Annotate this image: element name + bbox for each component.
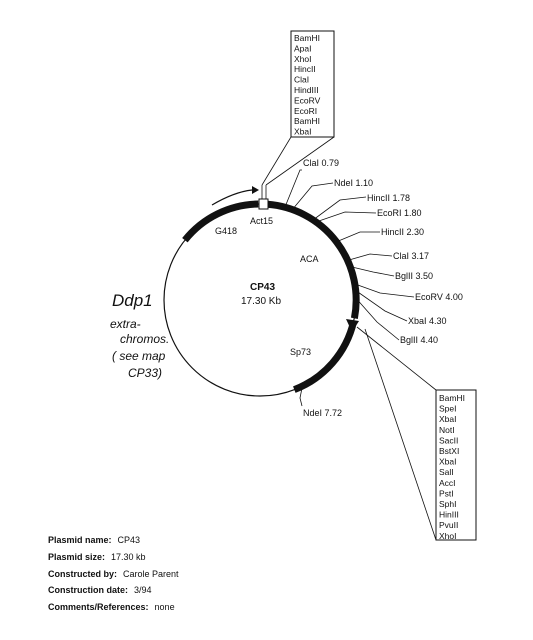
polylinker-box-top bbox=[290, 30, 335, 138]
handwritten-line-1: extra- bbox=[110, 317, 141, 331]
plasmid-name: CP43 bbox=[250, 282, 275, 293]
polylinker-marker bbox=[258, 198, 269, 210]
polylinker-bottom-site: SpeI bbox=[439, 404, 457, 414]
polylinker-top-site: EcoRI bbox=[294, 106, 317, 116]
polylinker-top-site: BamHI bbox=[294, 33, 320, 43]
handwritten-line-3: ( see map bbox=[112, 349, 166, 363]
handwritten-line-2: chromos. bbox=[120, 332, 169, 346]
promoter-arrow bbox=[211, 189, 253, 206]
polylinker-bottom-site: HinIII bbox=[439, 510, 459, 520]
site-label-8: EcoRV 4.00 bbox=[415, 292, 463, 302]
info-value: none bbox=[154, 602, 175, 613]
polylinker-bottom-site: XhoI bbox=[439, 531, 457, 541]
handwritten-title: Ddp1 bbox=[112, 291, 153, 310]
polylinker-top-site: ClaI bbox=[294, 75, 309, 85]
info-label: Plasmid name: bbox=[48, 535, 112, 545]
plasmid-info-block: Plasmid name:CP43 Plasmid size:17.30 kb … bbox=[48, 532, 179, 616]
feature-label-act15: Act15 bbox=[250, 216, 273, 226]
polylinker-list-bottom: BamHI SpeI XbaI NotI SacII BstXI XbaI Sa… bbox=[439, 393, 465, 541]
polylinker-box-bottom bbox=[435, 389, 477, 541]
site-label-4: EcoRI 1.80 bbox=[377, 208, 422, 218]
site-label-5: HincII 2.30 bbox=[381, 227, 424, 237]
polylinker-top-site: XbaI bbox=[294, 127, 312, 137]
polylinker-bottom-site: SalI bbox=[439, 467, 454, 477]
info-row-constructed-by: Constructed by: Carole Parent bbox=[48, 566, 179, 583]
site-label-1: ClaI 0.79 bbox=[303, 158, 339, 168]
polylinker-list-top: BamHI ApaI XhoI HincII ClaI HindIII EcoR… bbox=[294, 33, 321, 137]
feature-arc-sp73 bbox=[293, 320, 358, 393]
info-row-comments: Comments/References: none bbox=[48, 599, 179, 616]
info-label: Plasmid size: bbox=[48, 551, 106, 562]
site-label-3: HincII 1.78 bbox=[367, 193, 410, 203]
feature-label-g418: G418 bbox=[215, 226, 237, 236]
polylinker-bottom-site: SphI bbox=[439, 499, 457, 509]
info-value: 3/94 bbox=[134, 585, 152, 596]
polylinker-bottom-site: BamHI bbox=[439, 393, 465, 403]
info-row-name: Plasmid name: CP43 bbox=[48, 532, 179, 549]
site-label-7: BglII 3.50 bbox=[395, 271, 433, 281]
polylinker-bottom-site: XbaI bbox=[439, 457, 457, 467]
polylinker-bottom-site: AccI bbox=[439, 478, 456, 488]
site-leaders bbox=[284, 169, 415, 407]
site-label-6: ClaI 3.17 bbox=[393, 251, 429, 261]
polylinker-top-site: XhoI bbox=[294, 54, 312, 64]
polylinker-bottom-site: BstXI bbox=[439, 446, 459, 456]
info-row-date: Construction date: 3/94 bbox=[48, 582, 179, 599]
polylinker-bottom-site: PvuII bbox=[439, 520, 458, 530]
info-value: Carole Parent bbox=[123, 568, 179, 579]
site-label-9: XbaI 4.30 bbox=[408, 316, 447, 326]
info-value: CP43 bbox=[117, 535, 141, 545]
polylinker-top-site: ApaI bbox=[294, 43, 312, 53]
polylinker-bottom-site: SacII bbox=[439, 435, 458, 445]
handwritten-line-4: CP33) bbox=[128, 366, 162, 380]
info-row-size: Plasmid size: 17.30 kb bbox=[48, 549, 179, 566]
arrowhead-aca bbox=[346, 319, 359, 332]
info-label: Construction date: bbox=[48, 585, 128, 596]
polylinker-top-site: HincII bbox=[294, 64, 316, 74]
polylinker-top-site: BamHI bbox=[294, 116, 320, 126]
feature-label-aca: ACA bbox=[300, 254, 319, 264]
info-label: Constructed by: bbox=[48, 568, 118, 579]
site-label-11: NdeI 7.72 bbox=[303, 408, 342, 418]
polylinker-top-site: EcoRV bbox=[294, 95, 321, 105]
polylinker-bottom-site: XbaI bbox=[439, 414, 457, 424]
info-value: 17.30 kb bbox=[111, 551, 146, 562]
info-label: Comments/References: bbox=[48, 602, 149, 613]
polylinker-bottom-site: NotI bbox=[439, 425, 455, 435]
polylinker-bottom-site: PstI bbox=[439, 488, 454, 498]
feature-label-sp73: Sp73 bbox=[290, 347, 311, 357]
promoter-arrowhead bbox=[252, 186, 259, 194]
feature-arc-g418 bbox=[182, 200, 259, 243]
site-label-2: NdeI 1.10 bbox=[334, 178, 373, 188]
plasmid-size: 17.30 Kb bbox=[241, 296, 281, 307]
polylinker-top-site: HindIII bbox=[294, 85, 319, 95]
site-label-10: BglII 4.40 bbox=[400, 335, 438, 345]
